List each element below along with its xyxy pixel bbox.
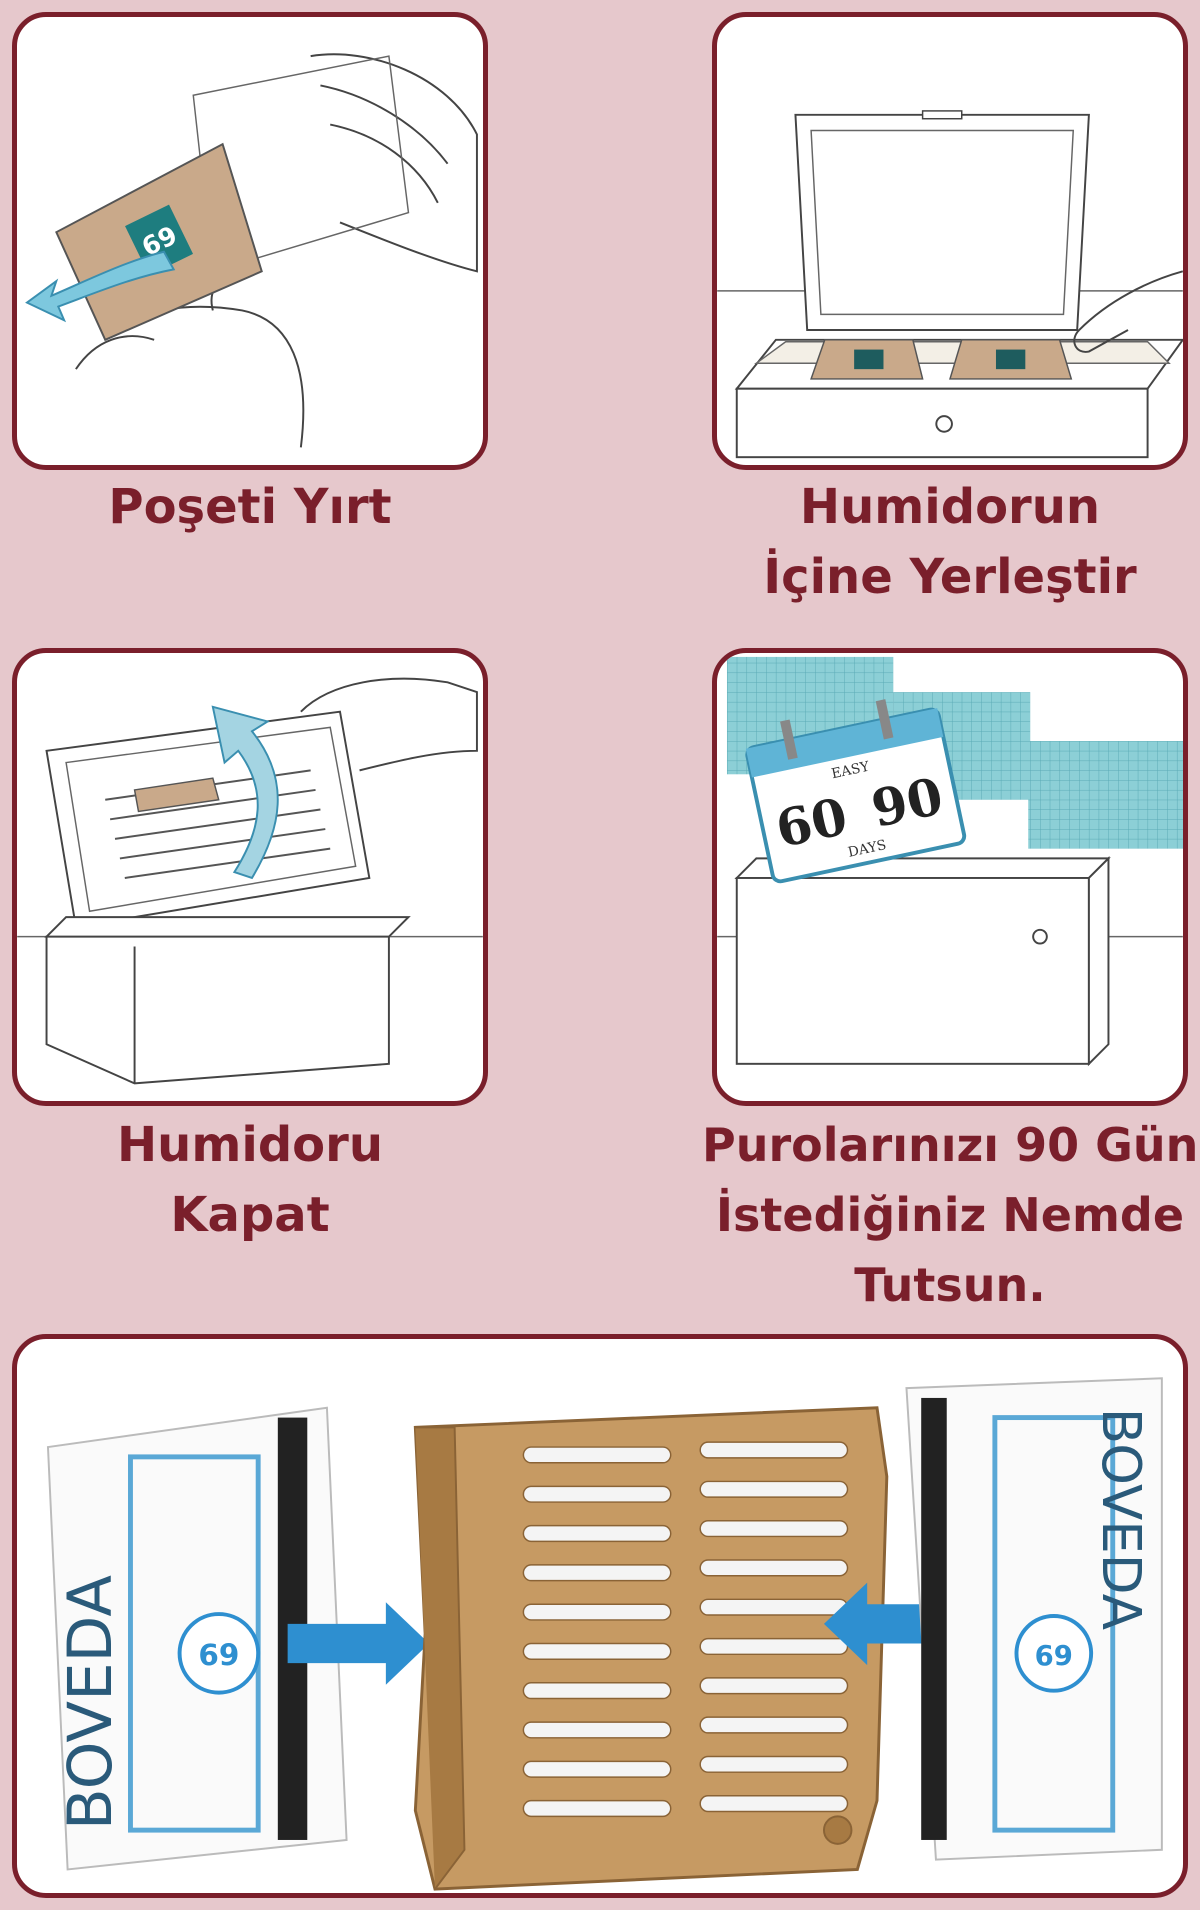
calendar-top-text: EASY: [830, 758, 872, 782]
calendar-right-number: 90: [866, 765, 948, 838]
place-in-humidor-illustration: [717, 110, 1183, 459]
close-humidor-illustration: [17, 677, 483, 1085]
left-boveda-pouch: 69 BOVEDA: [46, 1406, 348, 1871]
right-pouch-badge: 69: [1035, 1640, 1073, 1672]
step-4-panel: EASY 60 90 DAYS: [712, 648, 1188, 1106]
step-3-caption: Humidoru Kapat: [117, 1117, 383, 1243]
calendar-icon: EASY 60 90 DAYS: [745, 699, 967, 884]
step-3-panel: [12, 648, 488, 1106]
calendar-bottom-text: DAYS: [847, 837, 888, 861]
arrow-right-icon: [287, 1602, 430, 1685]
step-1-panel: 69: [12, 12, 488, 470]
boveda-holder-panel: 69 BOVEDA: [12, 1334, 1188, 1898]
boveda-holder-illustration: 69 BOVEDA: [46, 1377, 1163, 1891]
humidity-tile-3: [1028, 741, 1183, 849]
tear-arrow-icon: [25, 250, 176, 323]
left-pouch-brand: BOVEDA: [55, 1575, 126, 1831]
left-pouch-badge: 69: [198, 1638, 239, 1672]
right-boveda-pouch: 69 BOVEDA: [905, 1377, 1163, 1861]
wood-holder: [413, 1406, 889, 1891]
step-2-panel: [712, 12, 1188, 470]
arrow-left-icon: [823, 1582, 966, 1666]
calendar-left-number: 60: [771, 786, 853, 859]
step-1-caption: Poşeti Yırt: [108, 479, 392, 535]
step-4-caption: Purolarınızı 90 Gün İstediğiniz Nemde Tu…: [702, 1118, 1199, 1312]
close-arrow-icon: [211, 705, 279, 880]
calendar-humidor-illustration: EASY 60 90 DAYS: [717, 656, 1183, 1067]
tear-pouch-illustration: 69: [25, 53, 478, 448]
step-2-caption: Humidorun İçine Yerleştir: [763, 479, 1137, 605]
right-pouch-brand: BOVEDA: [1090, 1408, 1152, 1630]
